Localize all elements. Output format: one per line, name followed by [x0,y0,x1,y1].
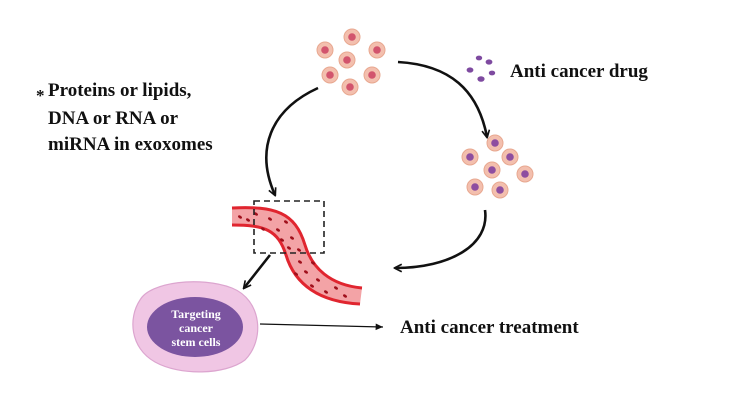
exosome-core [346,83,354,91]
drug-particle [466,67,474,73]
vessel-particle [284,220,288,224]
drug-loaded-exosome-cluster [461,134,534,199]
vessel-particle [246,218,250,222]
vessel-particle [334,286,338,290]
vessel-particle [310,284,314,288]
exosome-core [343,56,351,64]
drug-particle [477,76,485,82]
cargo-label-line1: Proteins or lipids, [48,80,192,101]
loaded-exosome-core [488,166,496,174]
cargo-label-line2: DNA or RNA or [48,108,179,129]
vessel-particle [290,236,294,240]
exosome-core [373,46,381,54]
vessel-particles [238,212,347,298]
treatment-label: Anti cancer treatment [400,317,579,338]
loaded-exosome-core [496,186,504,194]
cargo-bullet: * [36,86,45,105]
blood-vessel [231,206,363,306]
arrow-exosomes-to-drug-loading [397,60,487,137]
cargo-label-line3: miRNA in exoxomes [48,134,213,155]
vessel-particle [261,227,265,231]
cancer-stem-cell: Targeting cancer stem cells [132,281,259,373]
exosome-core [368,71,376,79]
vessel-particle [294,272,298,276]
loaded-exosome-core [506,153,514,161]
vessel-particle [280,238,284,242]
vessel-particle [304,270,308,274]
vessel-particle [268,217,272,221]
vessel-particle [316,278,320,282]
exosome-cluster [316,28,386,96]
vessel-particle [297,248,301,252]
vessel-particle [298,260,302,264]
vessel-particle [238,215,242,219]
target-label-line3: stem cells [172,335,221,349]
drug-particle [475,55,483,61]
arrow-cell-to-treatment [259,323,384,331]
exosome-core [348,33,356,41]
drug-particles [466,55,496,82]
exosome-core [326,71,334,79]
drug-particle [488,70,496,76]
vessel-particle [276,228,280,232]
exosome-core [321,46,329,54]
zoom-box [253,200,325,254]
vessel-particle [311,261,315,265]
vessel-particle [343,294,347,298]
loaded-exosome-core [466,153,474,161]
arrow-exosomes-to-vessel [265,86,319,195]
loaded-exosome-core [491,139,499,147]
drug-particle [485,59,493,65]
vessel-particle [324,290,328,294]
target-label-line2: cancer [179,321,214,335]
vessel-particle [254,212,258,216]
target-label-line1: Targeting [171,307,221,321]
arrow-vessel-to-target-cell [244,254,272,288]
vessel-particle [287,246,291,250]
drug-label: Anti cancer drug [510,61,648,82]
loaded-exosome-core [521,170,529,178]
arrow-loaded-to-vessel [395,209,487,268]
loaded-exosome-core [471,183,479,191]
